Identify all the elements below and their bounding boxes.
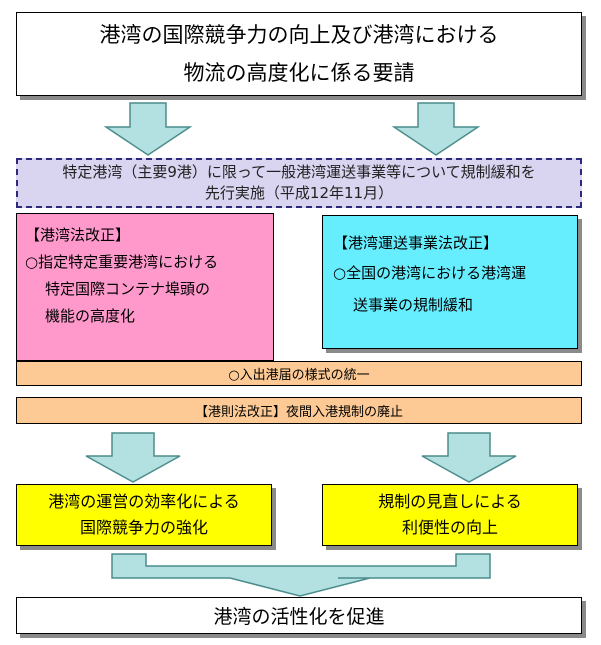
result-right-line-2: 利便性の向上 — [401, 518, 498, 537]
result-left-line-1: 港湾の運営の効率化による — [48, 492, 240, 511]
transport-law-heading: 【港湾運送事業法改正】 — [333, 234, 499, 252]
port-law-heading: 【港湾法改正】 — [25, 226, 131, 244]
port-law-line-3: 機能の高度化 — [45, 307, 136, 325]
final-goal-text: 港湾の活性化を促進 — [213, 606, 385, 628]
transport-law-line-1: ○全国の港湾における港湾運 — [333, 264, 527, 282]
port-law-line-2: 特定国際コンテナ埠頭の — [45, 280, 211, 298]
result-right-box: 規制の見直しによる 利便性の向上 — [322, 484, 578, 546]
result-left-line-2: 国際競争力の強化 — [79, 518, 208, 537]
transport-law-line-2: 送事業の規制緩和 — [353, 296, 474, 314]
deregulation-box: 特定港湾（主要9港）に限って一般港湾運送事業等について規制緩和を 先行実施（平成… — [16, 158, 582, 208]
unify-forms-text: ○入出港届の様式の統一 — [228, 368, 370, 383]
port-rules-bar: 【港則法改正】夜間入港規制の廃止 — [16, 397, 582, 424]
deregulation-line-1: 特定港湾（主要9港）に限って一般港湾運送事業等について規制緩和を — [62, 163, 536, 181]
requirements-box: 港湾の国際競争力の向上及び港湾における 物流の高度化に係る要請 — [16, 12, 582, 96]
deregulation-line-2: 先行実施（平成12年11月） — [204, 184, 394, 202]
result-left-box: 港湾の運営の効率化による 国際競争力の強化 — [16, 484, 272, 546]
arrow-down-right-2 — [421, 432, 517, 483]
transport-law-box: 【港湾運送事業法改正】 ○全国の港湾における港湾運 送事業の規制緩和 — [322, 215, 578, 349]
final-goal-box: 港湾の活性化を促進 — [16, 597, 582, 634]
port-law-box: 【港湾法改正】 ○指定特定重要港湾における 特定国際コンテナ埠頭の 機能の高度化 — [16, 213, 274, 361]
arrow-down-left — [103, 102, 193, 156]
arrow-down-left-2 — [85, 432, 181, 483]
requirements-line-2: 物流の高度化に係る要請 — [183, 61, 415, 85]
result-right-line-1: 規制の見直しによる — [378, 492, 522, 511]
port-rules-text: 【港則法改正】夜間入港規制の廃止 — [194, 405, 403, 420]
port-law-line-1: ○指定特定重要港湾における — [25, 253, 219, 271]
requirements-line-1: 港湾の国際競争力の向上及び港湾における — [99, 23, 499, 47]
arrow-merge-shape — [111, 553, 491, 597]
arrow-down-right — [391, 102, 481, 156]
unify-forms-bar: ○入出港届の様式の統一 — [16, 361, 582, 386]
